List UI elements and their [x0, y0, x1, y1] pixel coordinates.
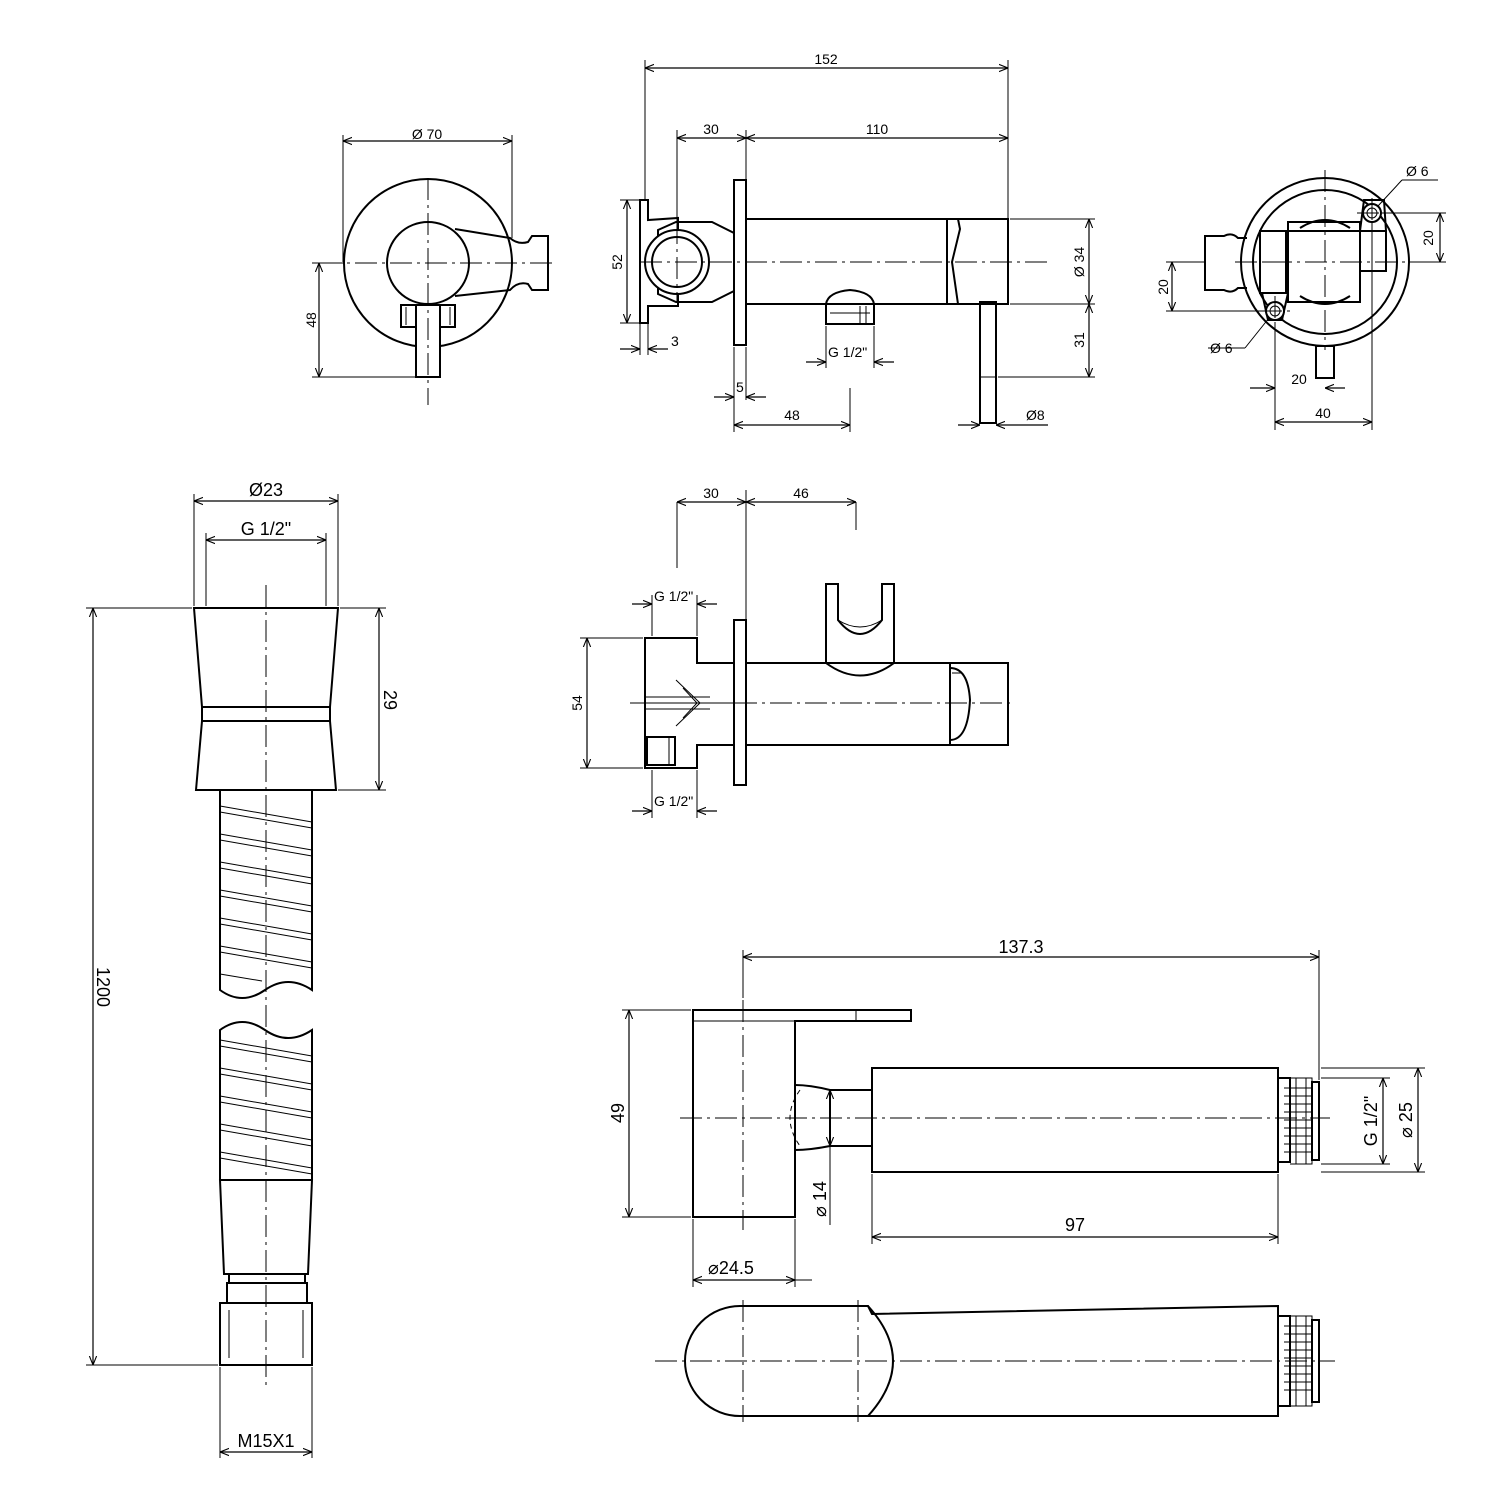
rear-hole-top-label: Ø 6	[1406, 163, 1429, 179]
hose-view: Ø23 G 1/2" 29 1200 M15X1	[86, 480, 400, 1458]
hose-nut-thread-label: G 1/2"	[241, 519, 291, 539]
rear-left-vert-label: 20	[1155, 279, 1171, 295]
front-view: Ø 70 48	[303, 126, 555, 405]
side-seg-left-label: 30	[703, 121, 719, 137]
hose-length-label: 1200	[93, 967, 113, 1007]
hose-nut-dia-label: Ø23	[249, 480, 283, 500]
side-view: 152 30 110 52 Ø 34 31 3 G 1/2" 5	[609, 51, 1095, 432]
sprayer-body-length-label: 97	[1065, 1215, 1085, 1235]
top-thread-bottom-label: G 1/2"	[654, 793, 693, 809]
sprayer-thread-teeth	[1284, 1077, 1313, 1165]
rear-horiz-outer-label: 40	[1315, 405, 1331, 421]
sprayer-end-dia-label: ⌀ 25	[1396, 1102, 1416, 1138]
rear-view: Ø 6 Ø 6 20 20 20 40	[1155, 163, 1446, 430]
sprayer-thread-label: G 1/2"	[1361, 1096, 1381, 1146]
side-outlet-offset-label: 48	[784, 407, 800, 423]
side-body-dia-label: Ø 34	[1071, 247, 1087, 278]
side-outlet-thread-label: G 1/2"	[828, 344, 867, 360]
side-plate-label: 5	[736, 379, 744, 395]
side-flange-label: 52	[609, 254, 625, 270]
sprayer-side-view: 137.3 49 G 1/2" ⌀ 25 ⌀ 14 97 ⌀24.5	[608, 937, 1425, 1287]
front-dia-label: Ø 70	[412, 126, 443, 142]
hose-nut-length-label: 29	[380, 690, 400, 710]
side-lever-label: 31	[1071, 332, 1087, 348]
top-seg-right-label: 46	[793, 485, 809, 501]
side-total-label: 152	[814, 51, 838, 67]
top-view: 30 46 G 1/2" G 1/2" 54	[569, 485, 1015, 818]
sprayer-length-label: 137.3	[998, 937, 1043, 957]
top-thread-top-label: G 1/2"	[654, 588, 693, 604]
top-height-label: 54	[569, 695, 585, 711]
hose-end-thread-label: M15X1	[237, 1431, 294, 1451]
front-height-label: 48	[303, 312, 319, 328]
side-plate-thick-label: 3	[671, 333, 679, 349]
top-seg-left-label: 30	[703, 485, 719, 501]
sprayer-head-dia-label: ⌀24.5	[708, 1258, 754, 1278]
rear-right-vert-label: 20	[1420, 230, 1436, 246]
sprayer-top-thread-teeth	[1284, 1315, 1313, 1407]
rear-horiz-inner-label: 20	[1291, 371, 1307, 387]
sprayer-height-label: 49	[608, 1103, 628, 1123]
rear-hole-bottom-label: Ø 6	[1210, 340, 1233, 356]
sprayer-neck-dia-label: ⌀ 14	[810, 1181, 830, 1217]
side-seg-right-label: 110	[866, 121, 889, 137]
side-lever-dia-label: Ø8	[1026, 407, 1045, 423]
sprayer-top-view	[655, 1300, 1335, 1422]
